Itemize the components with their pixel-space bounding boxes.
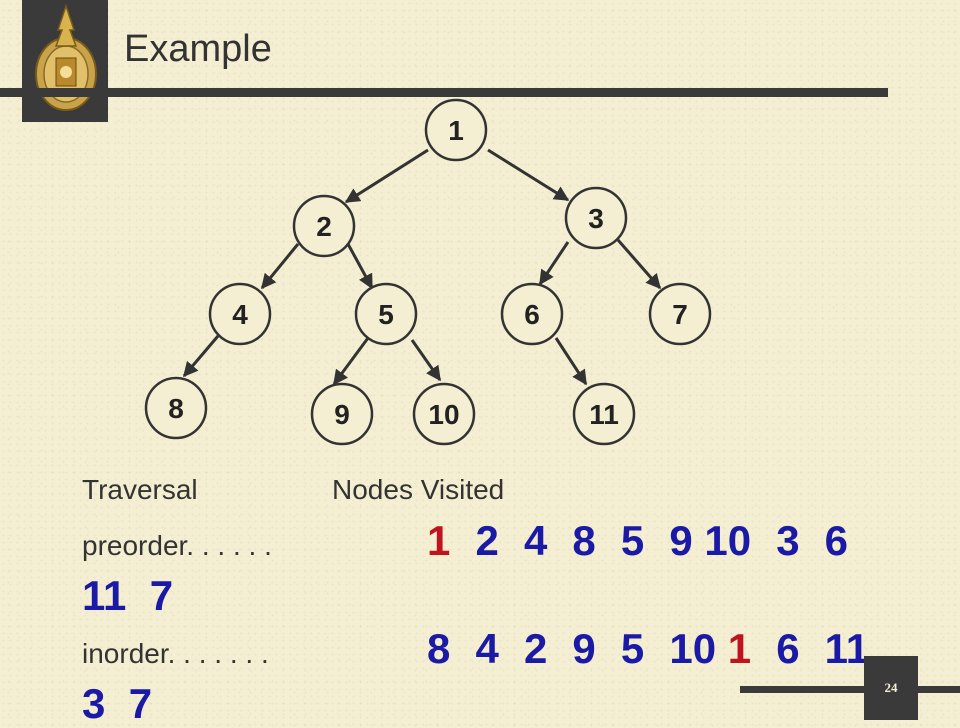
tree-node-label: 5 [378, 299, 394, 330]
tree-node-label: 7 [672, 299, 688, 330]
tree-node-2 [292, 194, 356, 258]
sequence-item: 3 [776, 517, 800, 564]
tree-node-label: 4 [232, 299, 248, 330]
edge-1-3 [487, 148, 570, 202]
tree-node-label: 1 [448, 115, 464, 146]
sequence-item: 8 [572, 517, 596, 564]
tree-node-6 [500, 282, 564, 346]
sequence-item: 6 [776, 625, 800, 672]
edge-2-4 [260, 243, 300, 290]
preorder-sequence: 1 2 4 8 5 9 10 3 6 [427, 517, 848, 565]
inorder-sequence-continued: 3 7 [82, 680, 153, 727]
tree-node-10 [412, 382, 476, 446]
sequence-item: 10 [704, 517, 752, 564]
edge-4-8 [182, 335, 220, 378]
tree-node-1 [424, 98, 488, 162]
preorder-sequence-continued: 11 7 [82, 572, 174, 619]
tree-node-3 [564, 186, 628, 250]
sequence-item: 4 [523, 517, 548, 564]
tree-node-7 [648, 282, 712, 346]
sequence-item: 5 [620, 625, 645, 672]
sequence-item: 1 [727, 625, 752, 672]
tree-node-label: 11 [589, 399, 619, 430]
header-rule [0, 88, 888, 97]
tree-node-label: 3 [588, 203, 604, 234]
inorder-label: inorder. . . . . . . [82, 638, 269, 669]
sequence-item: 5 [620, 517, 645, 564]
sequence-item: 9 [572, 625, 596, 672]
inorder-sequence: 8 4 2 9 5 10 1 6 11 [427, 625, 869, 673]
edge-2-5 [346, 243, 374, 290]
tree-node-label: 6 [524, 299, 540, 330]
tree-node-4 [208, 282, 272, 346]
slide-title: Example [124, 28, 272, 70]
binary-tree-diagram: 1 2 3 4 5 6 7 8 9 10 11 [144, 98, 712, 446]
edge-5-10 [410, 339, 442, 382]
tree-node-label: 9 [334, 399, 350, 430]
nodes-visited-header: Nodes Visited [332, 474, 505, 505]
edge-5-9 [332, 337, 370, 386]
edge-1-2 [344, 148, 429, 204]
sequence-item: 2 [475, 517, 499, 564]
sequence-item: 9 [669, 517, 693, 564]
sequence-item: 8 [427, 625, 451, 672]
tree-node-8 [144, 376, 208, 440]
page-number: 24 [884, 680, 898, 695]
edge-3-7 [616, 239, 662, 290]
traversal-header: Traversal [82, 474, 198, 505]
sequence-item: 6 [824, 517, 849, 564]
tree-node-label: 10 [428, 399, 459, 430]
sequence-item: 11 [824, 625, 870, 672]
tree-node-label: 2 [316, 211, 332, 242]
edge-6-11 [554, 337, 588, 386]
sequence-item: 4 [475, 625, 499, 672]
sequence-item: 10 [669, 625, 717, 672]
edge-3-6 [538, 241, 570, 286]
footer-rule [740, 686, 960, 693]
tree-node-11 [572, 382, 636, 446]
preorder-label: preorder. . . . . . [82, 530, 272, 561]
tree-node-5 [354, 282, 418, 346]
sequence-item: 2 [523, 625, 548, 672]
page-number-box [864, 656, 918, 720]
tree-node-label: 8 [168, 393, 184, 424]
tree-node-9 [310, 382, 374, 446]
sequence-item: 1 [427, 517, 451, 564]
